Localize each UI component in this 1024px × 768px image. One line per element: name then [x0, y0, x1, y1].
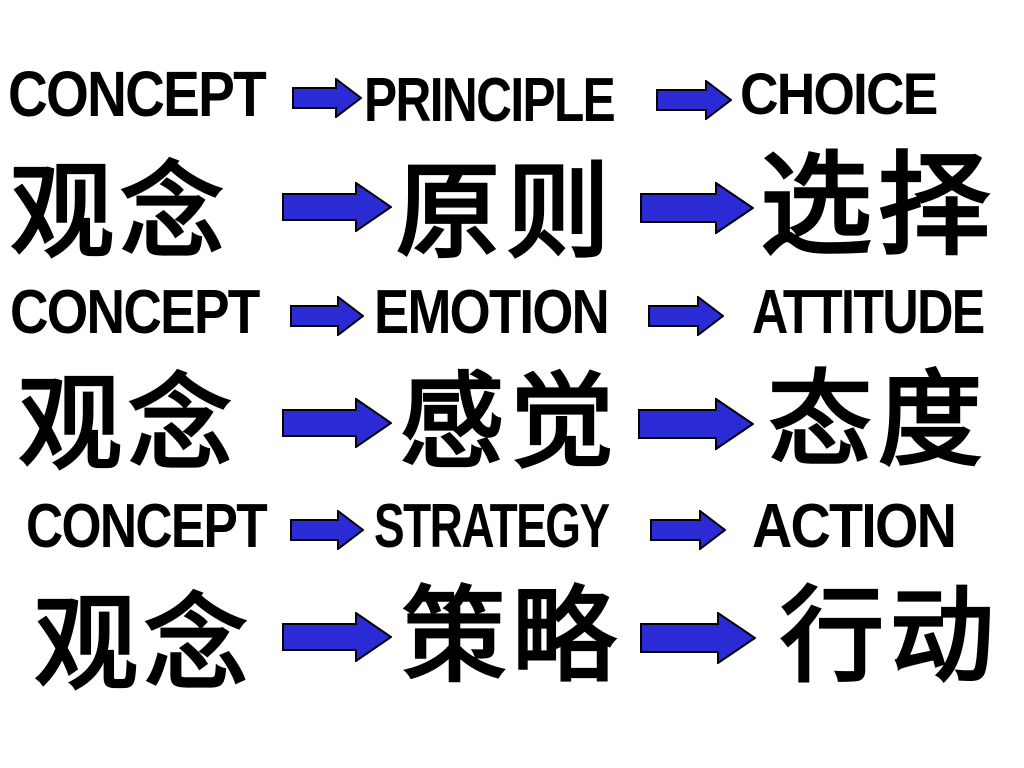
row1-en-arrow-1-icon — [292, 78, 362, 118]
row2-en-concept: CONCEPT — [10, 278, 260, 347]
row2-zh-taidu: 态度 — [768, 358, 989, 481]
row3-zh-arrow-1-icon — [282, 612, 392, 662]
row2-zh-arrow-1-icon — [282, 398, 392, 448]
row1-zh-yuanze: 原则 — [396, 150, 617, 273]
row3-zh-arrow-2-icon — [640, 612, 756, 664]
row2-zh-arrow-2-icon — [638, 398, 754, 450]
row3-zh-guannian: 观念 — [34, 582, 255, 705]
row1-en-choice: CHOICE — [740, 62, 938, 127]
row3-en-action: ACTION — [752, 492, 957, 561]
row1-zh-guannian: 观念 — [10, 150, 231, 273]
row2-en-arrow-2-icon — [648, 296, 724, 336]
row1-zh-arrow-1-icon — [282, 182, 392, 232]
row2-zh-ganjue: 感觉 — [400, 360, 621, 483]
row3-zh-xingdong: 行动 — [780, 574, 1001, 697]
row3-en-concept: CONCEPT — [26, 492, 268, 561]
row3-en-arrow-2-icon — [650, 510, 726, 550]
row1-en-concept: CONCEPT — [8, 58, 267, 130]
row2-en-attitude: ATTITUDE — [752, 278, 985, 347]
row1-en-arrow-2-icon — [656, 80, 732, 120]
row3-en-strategy: STRATEGY — [374, 492, 610, 561]
row2-en-arrow-1-icon — [290, 296, 364, 336]
row2-en-emotion: EMOTION — [374, 278, 610, 347]
row2-zh-guannian: 观念 — [18, 362, 239, 485]
row1-zh-xuanze: 选择 — [760, 140, 996, 271]
row3-zh-celue: 策略 — [402, 574, 623, 697]
row1-zh-arrow-2-icon — [640, 182, 754, 234]
row3-en-arrow-1-icon — [290, 510, 364, 550]
row1-en-principle: PRINCIPLE — [364, 66, 616, 135]
